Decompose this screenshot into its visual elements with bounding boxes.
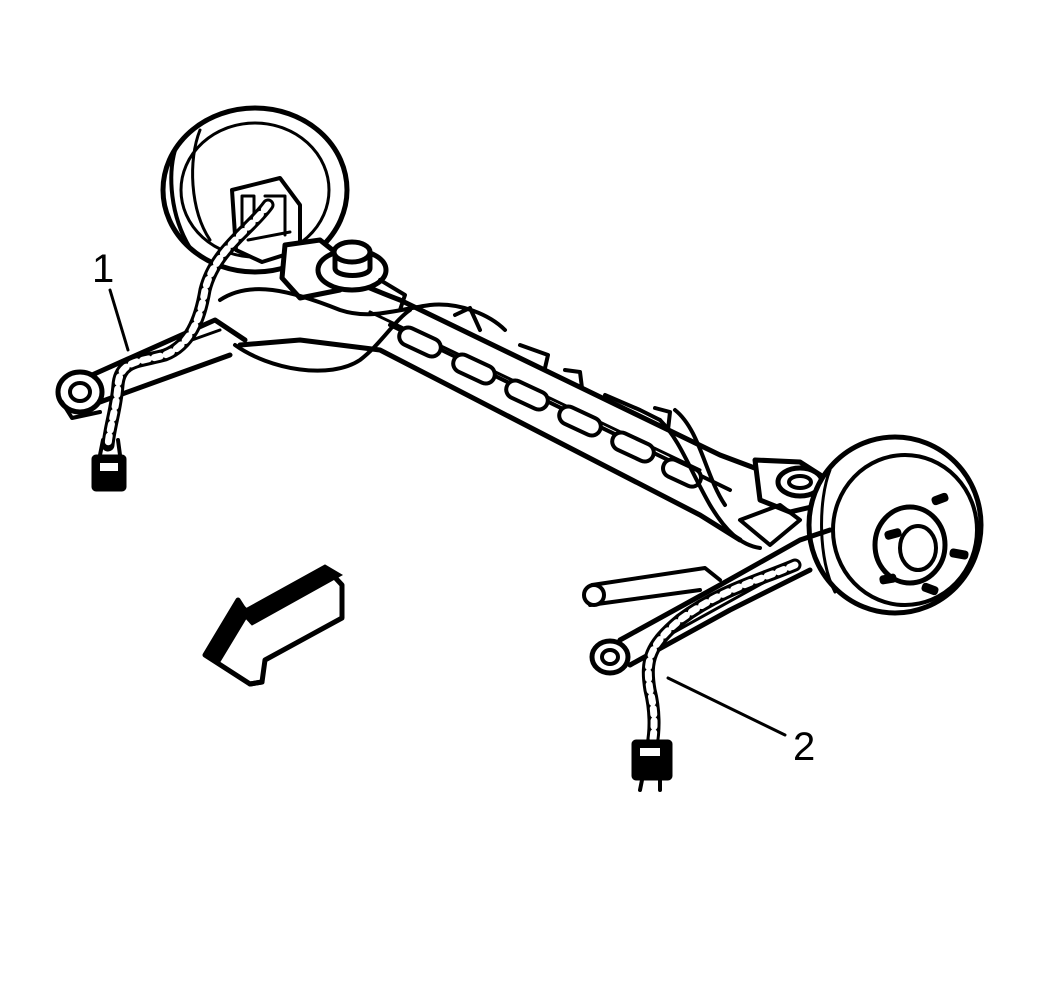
- left-brake-drum: [160, 105, 350, 275]
- callout-leader-2: [666, 676, 787, 737]
- left-wiring-harness: [91, 198, 507, 492]
- right-brake-drum: [806, 434, 984, 616]
- forward-direction-arrow-icon: [202, 564, 345, 687]
- callout-label-2: 2: [793, 725, 815, 769]
- callout-label-1: 1: [92, 247, 114, 291]
- callout-leader-1: [108, 288, 130, 352]
- right-trailing-arm: [582, 503, 833, 676]
- right-wiring-harness: [631, 408, 802, 792]
- left-spring-mount: [279, 237, 407, 312]
- left-trailing-arm: [55, 317, 248, 420]
